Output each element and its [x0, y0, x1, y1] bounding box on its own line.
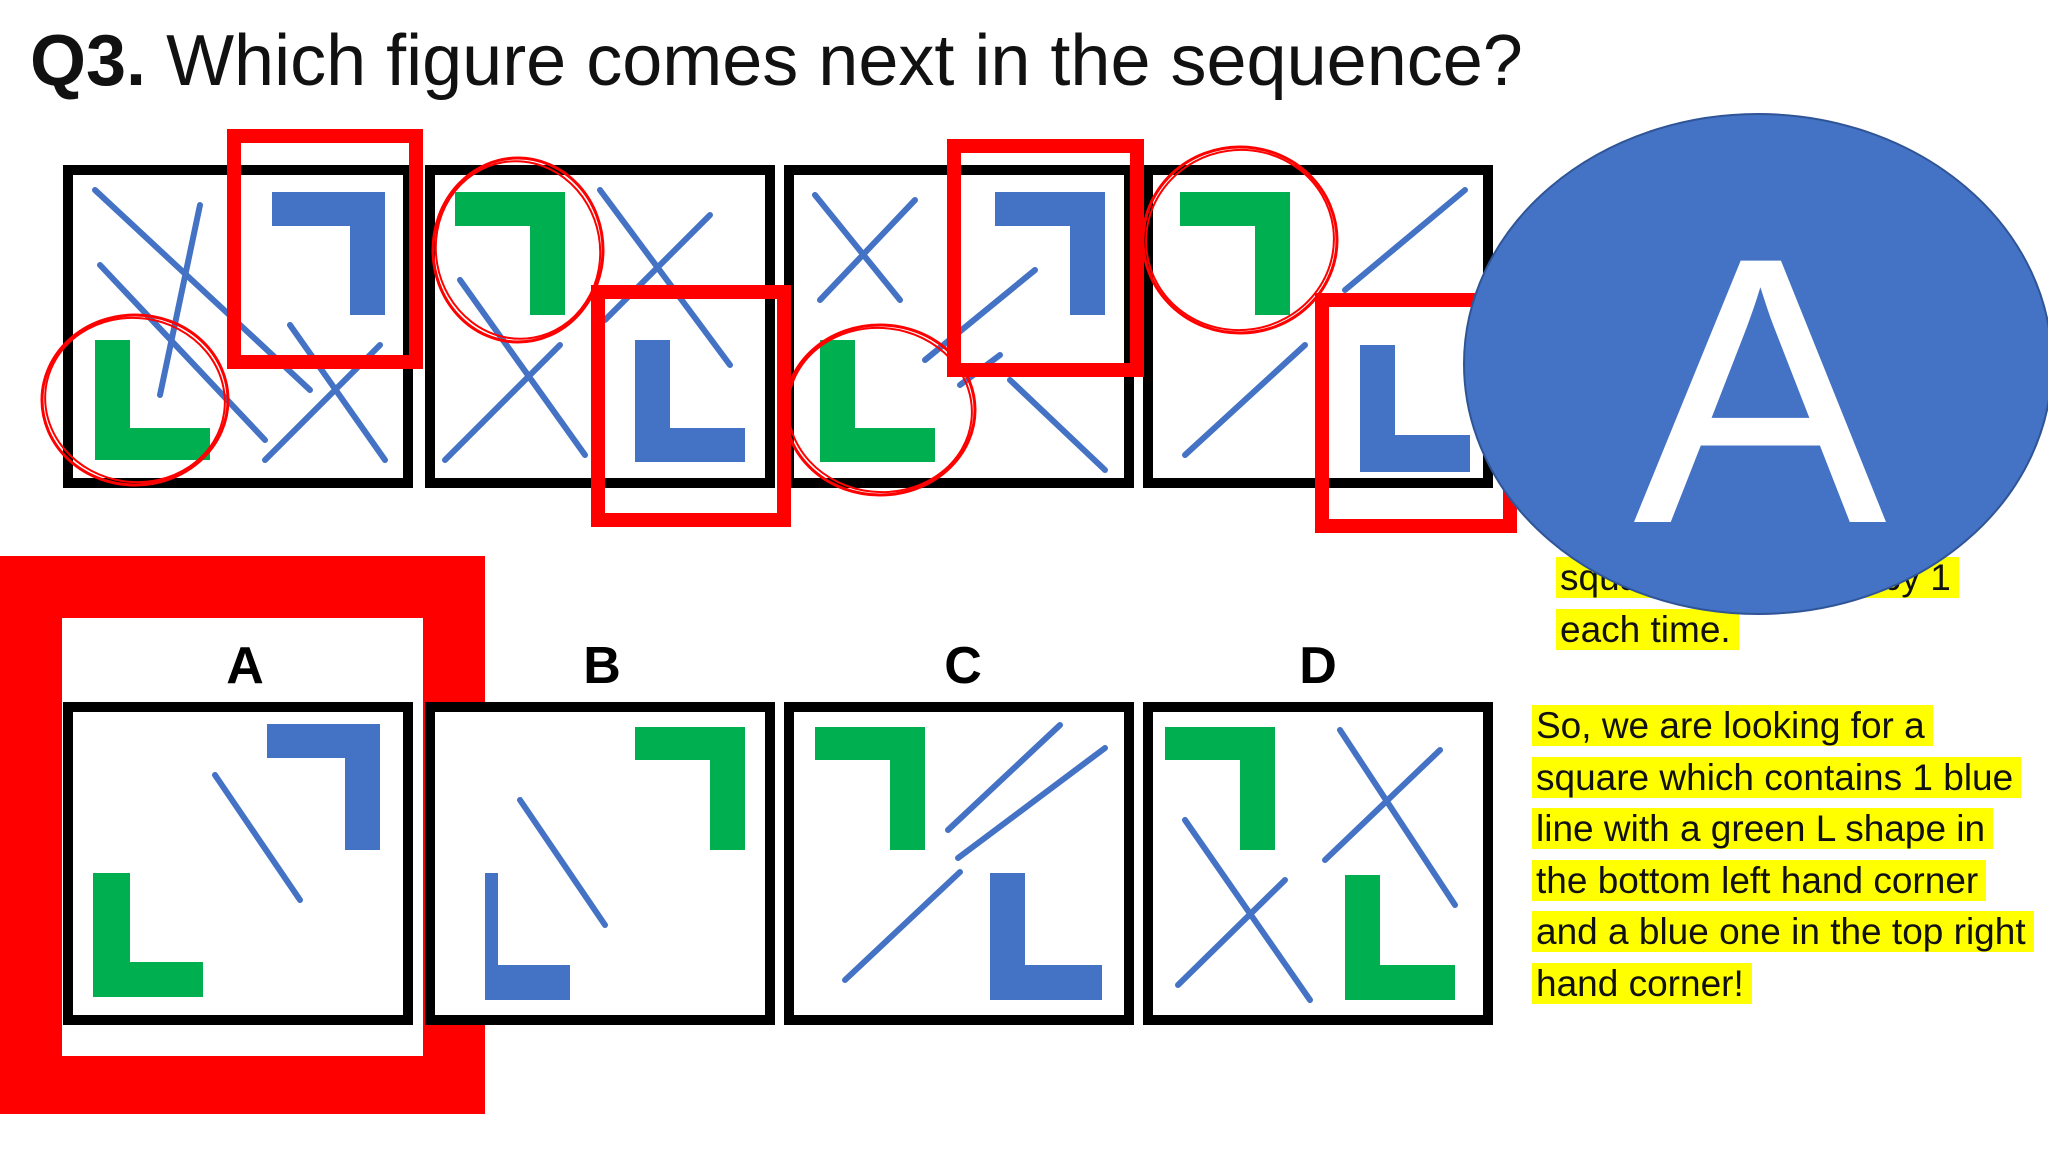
option-c[interactable]: C	[784, 637, 1134, 1025]
option-label: C	[944, 637, 982, 695]
question-title: Q3. Which figure comes next in the seque…	[30, 18, 1523, 104]
explanation-partial: squares increasing by 1 each time.	[1556, 552, 2016, 655]
blue-l-shape	[1360, 345, 1470, 472]
red-box-annotation	[227, 129, 423, 369]
explanation-partial-text: squares increasing by 1 each time.	[1556, 557, 1959, 650]
option-b[interactable]: B	[425, 637, 775, 1025]
blue-l-shape	[990, 873, 1102, 1000]
blue-lines	[842, 722, 1108, 983]
blue-line	[212, 772, 303, 903]
option-a[interactable]: A	[63, 637, 413, 1025]
red-circle-annotation	[431, 156, 605, 344]
options-row: A B C D	[0, 556, 1493, 1114]
red-circle-annotation	[1145, 148, 1335, 332]
blue-line	[517, 797, 608, 928]
red-circle-annotation	[434, 160, 602, 340]
green-l-shape	[820, 340, 935, 462]
blue-lines	[1175, 727, 1458, 1003]
blue-lines	[442, 187, 733, 463]
blue-l-shape	[635, 340, 745, 462]
blue-lines	[1182, 187, 1468, 458]
explanation-text: So, we are looking for a square which co…	[1532, 700, 2034, 1009]
red-circle-annotation	[44, 316, 226, 484]
answer-highlight-frame	[0, 556, 485, 1114]
green-corner-shape	[635, 727, 745, 850]
red-circle-annotation	[783, 323, 977, 497]
red-circle-annotation	[40, 313, 230, 487]
blue-corner-shape	[995, 192, 1105, 315]
blue-corner-shape	[272, 192, 385, 315]
option-d[interactable]: D	[1143, 637, 1493, 1025]
explanation-body: So, we are looking for a square which co…	[1532, 705, 2034, 1004]
green-corner-shape	[815, 727, 925, 850]
green-corner-shape	[1180, 192, 1290, 315]
question-text: Which figure comes next in the sequence?	[146, 21, 1523, 101]
red-circle-annotation	[787, 326, 973, 494]
question-number: Q3.	[30, 21, 147, 101]
red-circle-annotation	[1141, 145, 1339, 335]
red-annotations	[40, 129, 1517, 533]
green-l-shape	[93, 873, 203, 997]
green-l-shape	[95, 340, 210, 460]
green-l-shape	[1345, 875, 1455, 1000]
blue-corner-shape	[267, 724, 380, 850]
sequence-row	[40, 129, 1517, 533]
option-label: B	[583, 637, 621, 695]
green-corner-shape	[1165, 727, 1275, 850]
green-corner-shape	[455, 192, 565, 315]
red-box-annotation	[947, 139, 1144, 377]
option-label: D	[1299, 637, 1337, 695]
blue-l-shape	[485, 873, 570, 1000]
option-label: A	[226, 637, 264, 695]
